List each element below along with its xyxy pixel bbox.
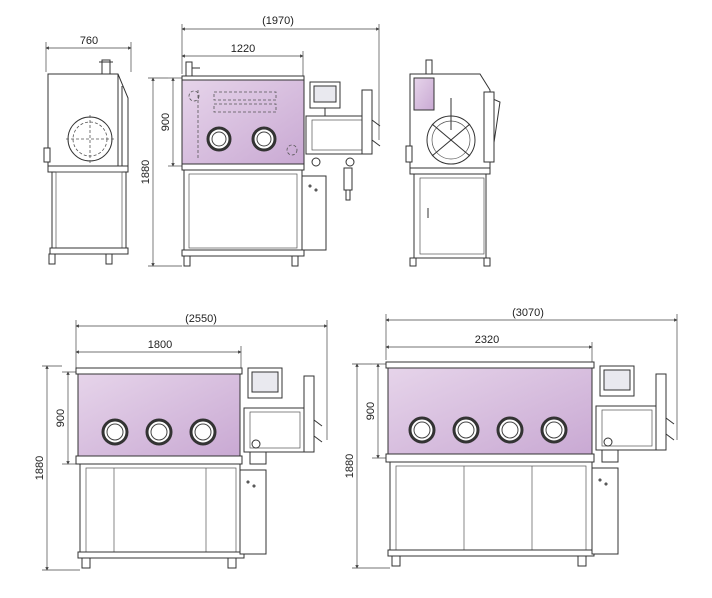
antechamber-door (361, 89, 373, 155)
side-cabinet (591, 467, 619, 555)
top-valve (185, 61, 193, 77)
dim-label-900: 900 (365, 402, 377, 420)
dim-label-1880: 1880 (34, 456, 46, 480)
front-view-large: (3070) 2320 900 1880 (344, 307, 678, 569)
chamber-base (385, 453, 595, 463)
wheel (577, 555, 587, 567)
gauge (345, 157, 355, 167)
glove-port (206, 126, 232, 152)
wheel (391, 555, 401, 567)
wheel (183, 255, 191, 267)
wheel (483, 257, 491, 267)
control-screen (603, 369, 631, 391)
control-screen (313, 85, 337, 103)
side-cabinet (301, 175, 327, 251)
chamber-base (181, 163, 305, 171)
dim-label-2320: 2320 (475, 334, 499, 346)
chamber-window (181, 79, 305, 165)
antechamber-door (303, 375, 315, 453)
dim-label-1220: 1220 (231, 43, 255, 55)
wheel (227, 557, 237, 569)
stand-frame (51, 171, 127, 253)
dim-label-1880: 1880 (344, 454, 356, 478)
antechamber-door (67, 116, 113, 162)
control-screen (251, 371, 279, 393)
side-view-left: 760 (43, 35, 132, 265)
gauge (603, 437, 613, 447)
gauge (311, 157, 321, 167)
stand-frame (79, 463, 241, 557)
stand-frame (413, 173, 487, 259)
dim-label-760: 760 (80, 35, 98, 47)
side-cabinet (239, 469, 267, 555)
side-window (413, 77, 435, 111)
door-arm (483, 91, 495, 163)
side-view-right (405, 59, 501, 267)
cabinet-door (419, 177, 485, 255)
antechamber (305, 115, 369, 155)
chamber-top (181, 75, 305, 81)
top-valve (425, 59, 433, 75)
dim-label-1880: 1880 (140, 160, 152, 184)
stand-frame (183, 169, 303, 253)
stand-top (47, 165, 129, 173)
dim-label-900: 900 (55, 409, 67, 427)
chamber-top (75, 367, 243, 375)
vacuum-fitting (343, 167, 353, 191)
antechamber-door (655, 373, 667, 451)
glove-port (251, 126, 277, 152)
wheel (291, 255, 299, 267)
gauge (251, 439, 261, 449)
stand-frame (389, 461, 593, 555)
side-fitting (43, 147, 51, 163)
front-view-medium: (2550) 1800 900 1880 (34, 313, 328, 571)
wheel (48, 253, 56, 265)
inner-shelf (213, 91, 277, 101)
dim-label-3070: (3070) (512, 307, 544, 319)
chamber-base (75, 455, 243, 465)
dim-label-2550: (2550) (185, 313, 217, 325)
wheel (81, 557, 91, 569)
wheel (409, 257, 417, 267)
dim-label-1970: (1970) (262, 15, 294, 27)
wheel (105, 253, 113, 265)
dim-label-900: 900 (160, 113, 172, 131)
front-view-small: (1970) 1220 900 1880 (140, 15, 381, 267)
dim-label-1800: 1800 (148, 339, 172, 351)
chamber-top (385, 361, 595, 369)
